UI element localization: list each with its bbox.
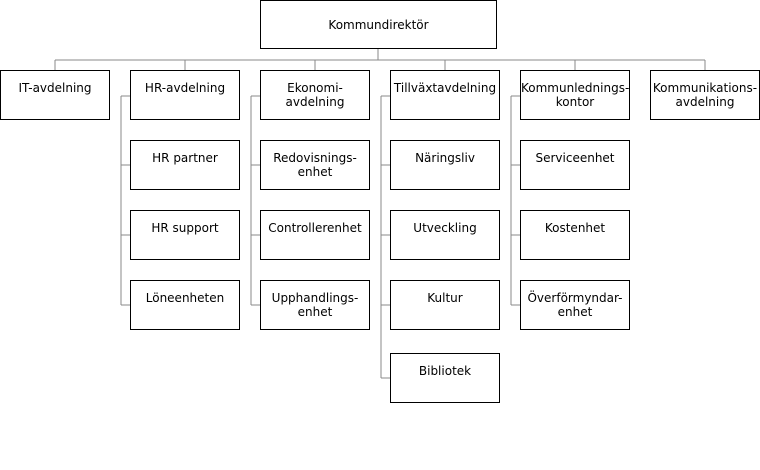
unit-box: Utveckling bbox=[390, 210, 500, 260]
unit-box: Kostenhet bbox=[520, 210, 630, 260]
unit-box: Serviceenhet bbox=[520, 140, 630, 190]
department-box: IT-avdelning bbox=[0, 70, 110, 120]
department-box: HR-avdelning bbox=[130, 70, 240, 120]
department-box: Tillväxtavdelning bbox=[390, 70, 500, 120]
department-box: Ekonomi- avdelning bbox=[260, 70, 370, 120]
department-box: Kommunikations- avdelning bbox=[650, 70, 760, 120]
root-node: Kommundirektör bbox=[260, 0, 497, 49]
unit-box: Näringsliv bbox=[390, 140, 500, 190]
unit-box: Upphandlings- enhet bbox=[260, 280, 370, 330]
unit-box: Controllerenhet bbox=[260, 210, 370, 260]
unit-box: Bibliotek bbox=[390, 353, 500, 403]
unit-box: HR partner bbox=[130, 140, 240, 190]
unit-box: Kultur bbox=[390, 280, 500, 330]
unit-box: Redovisnings- enhet bbox=[260, 140, 370, 190]
department-box: Kommunlednings- kontor bbox=[520, 70, 630, 120]
unit-box: Löneenheten bbox=[130, 280, 240, 330]
unit-box: Överförmyndar- enhet bbox=[520, 280, 630, 330]
unit-box: HR support bbox=[130, 210, 240, 260]
